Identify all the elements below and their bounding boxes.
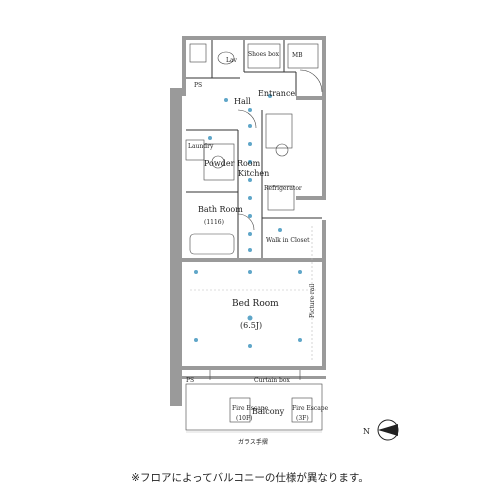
picture-rail-label: Picture rail [309, 284, 316, 318]
fixture-dots [194, 94, 302, 348]
mb-label: MB [292, 52, 303, 59]
curtain-box-label: Curtain box [254, 377, 290, 384]
powder-room-label: Powder Room [204, 159, 261, 168]
bath-size-label: (1116) [204, 219, 224, 226]
fire-escape-left-sub: (10F) [236, 415, 252, 422]
walk-in-closet-label: Walk in Closet [266, 237, 310, 244]
kitchen-label: Kitchen [238, 169, 269, 178]
balcony-spec-note: ※フロアによってバルコニーの仕様が異なります。 [131, 472, 369, 484]
compass-label: N [363, 427, 370, 436]
glass-railing-label: ガラス手摺 [238, 438, 268, 446]
fixtures [185, 43, 323, 433]
bed-size-label: (6.5J) [240, 321, 262, 330]
hall-label: Hall [234, 97, 251, 106]
entrance-label: Entrance [258, 89, 295, 98]
shoes-box-label: Shoes box [248, 51, 280, 58]
laundry-label: Laundry [188, 143, 214, 150]
room-labels: Shoes box MB Lav PS Entrance Hall Laundr… [186, 51, 329, 446]
fire-escape-left-label: Fire Escape [232, 405, 269, 412]
fire-escape-right-sub: (3F) [296, 415, 309, 422]
picture-rail [190, 226, 318, 360]
lav-label: Lav [226, 57, 238, 64]
bath-room-label: Bath Room [198, 205, 243, 214]
fire-escape-right-label: Fire Escape [292, 405, 329, 412]
compass: N [363, 419, 399, 441]
refrigerator-label: Refrigerator [264, 185, 302, 192]
north-arrow-icon [378, 424, 398, 436]
walls [170, 36, 326, 406]
ps-top-label: PS [194, 82, 202, 89]
bed-room-label: Bed Room [232, 299, 279, 309]
partitions [186, 40, 322, 258]
ps-bottom-label: PS [186, 377, 194, 384]
balcony-label: Balcony [252, 407, 285, 416]
